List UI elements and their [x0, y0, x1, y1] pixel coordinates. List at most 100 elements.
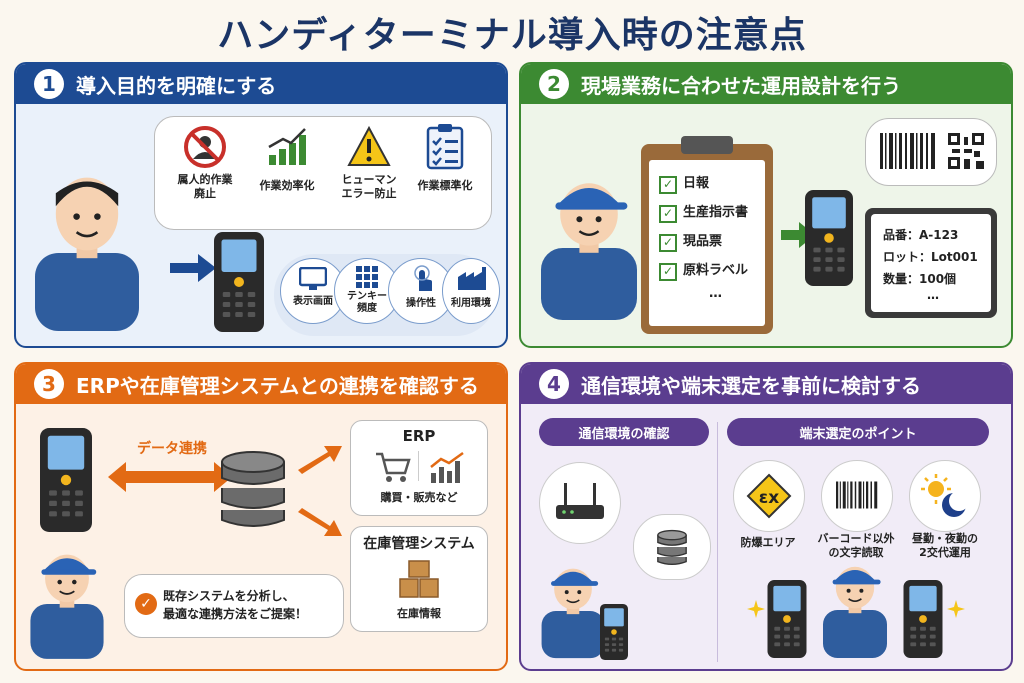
ex-icon: εx [746, 473, 792, 519]
database-icon [221, 451, 285, 527]
clipboard-ellipsis: … [709, 286, 722, 301]
chart-icon [430, 451, 464, 483]
erp-sub: 購買・販売など [380, 491, 458, 504]
goal-label: 作業標準化 [417, 179, 473, 192]
clipboard-item: ✓現品票 [659, 228, 765, 257]
no-person-icon [184, 126, 226, 168]
explosion-proof-point: εx [733, 460, 805, 532]
inventory-title: 在庫管理システム [363, 536, 475, 552]
screen-line: 数量：100個 [883, 272, 957, 286]
panel-purpose-header: 1 導入目的を明確にする [16, 64, 506, 104]
sparkle-icon [947, 600, 965, 618]
point-label: 昼勤・夜勤の 2交代運用 [912, 532, 978, 560]
router-bubble [539, 462, 621, 544]
double-arrow-icon [108, 462, 232, 492]
selection-points-label: 端末選定のポイント [727, 418, 989, 446]
ocr-point [821, 460, 893, 532]
factor-label: テンキー 頻度 [347, 291, 387, 314]
point-label: バーコード以外 の文字読取 [817, 532, 895, 560]
proposal-text: 既存システムを分析し、 最適な連携方法をご提案！ [163, 589, 308, 621]
growth-chart-icon [268, 128, 306, 165]
worker-illustration [822, 565, 888, 659]
panel-communication-header: 4 通信環境や端末選定を事前に検討する [521, 364, 1011, 404]
goal-label: 作業効率化 [259, 179, 315, 192]
panel-number: 2 [539, 69, 569, 99]
worker-illustration [33, 176, 141, 333]
screen-line: … [927, 288, 939, 302]
goal-label: 属人的作業 廃止 [177, 173, 233, 201]
monitor-icon [299, 267, 327, 290]
panel-integration-header: 3 ERPや在庫管理システムとの連携を確認する [16, 364, 506, 404]
touch-icon [414, 265, 432, 291]
barcode-icon [880, 133, 935, 169]
panel-operation-header: 2 現場業務に合わせた運用設計を行う [521, 64, 1011, 104]
warning-icon [347, 125, 391, 166]
page-title: ハンディターミナル導入時の注意点 [217, 15, 807, 56]
checklist-icon [426, 124, 464, 170]
panel-operation-design: 2 現場業務に合わせた運用設計を行う ✓日報 ✓生産指示書 ✓現品票 ✓原料ラベ… [519, 62, 1013, 348]
panel-heading: ERPや在庫管理システムとの連携を確認する [76, 373, 479, 398]
handheld-terminal [600, 604, 628, 660]
keypad-icon [356, 266, 378, 288]
clipboard-item: ✓日報 [659, 170, 765, 199]
arrow-icon [298, 508, 342, 536]
terminal-screen: 品番：A-123 ロット：Lot001 数量：100個 … [865, 208, 997, 318]
code-bubble [865, 118, 997, 186]
check-icon: ✓ [659, 204, 677, 223]
panel-number: 4 [539, 369, 569, 399]
clipboard-item: ✓原料ラベル [659, 257, 765, 286]
erp-title: ERP [402, 427, 436, 445]
panel-communication-terminal: 4 通信環境や端末選定を事前に検討する 通信環境の確認 端末選定のポイント εx… [519, 362, 1013, 671]
panel-purpose: 1 導入目的を明確にする 属人的作業 廃止 作業効率化 ヒューマン エラー防止 [14, 62, 508, 348]
qr-icon [948, 133, 984, 169]
arrow-icon [298, 446, 342, 474]
goal-label: ヒューマン エラー防止 [341, 173, 397, 201]
database-icon [657, 529, 687, 566]
factor-item: 利用環境 [442, 258, 500, 324]
factor-label: 操作性 [406, 298, 436, 309]
erp-card: ERP 購買・販売など [350, 420, 488, 516]
comm-check-label: 通信環境の確認 [539, 418, 709, 446]
panel-heading: 現場業務に合わせた運用設計を行う [581, 73, 901, 98]
check-icon: ✓ [135, 593, 157, 615]
shift-point [909, 460, 981, 532]
check-icon: ✓ [659, 262, 677, 281]
panel-heading: 導入目的を明確にする [76, 73, 277, 98]
factor-label: 表示画面 [293, 296, 333, 307]
handheld-terminal [767, 580, 807, 658]
screen-line: ロット：Lot001 [883, 250, 978, 264]
panel-heading: 通信環境や端末選定を事前に検討する [581, 373, 921, 398]
point-label: 防爆エリア [740, 536, 796, 549]
goals-bubble: 属人的作業 廃止 作業効率化 ヒューマン エラー防止 作業標準化 [154, 116, 492, 230]
handheld-terminal [903, 580, 943, 658]
clipboard-item: ✓生産指示書 [659, 199, 765, 228]
worker-illustration [29, 553, 105, 660]
factor-label: 利用環境 [451, 298, 491, 309]
svg-text:εx: εx [759, 488, 779, 508]
cart-icon [376, 452, 411, 482]
handheld-terminal [40, 428, 92, 532]
sun-moon-icon [921, 474, 969, 517]
factor-item: 表示画面 [280, 258, 346, 324]
arrow-icon [170, 254, 216, 282]
panel-number: 1 [34, 69, 64, 99]
handheld-terminal [805, 190, 853, 286]
check-icon: ✓ [659, 233, 677, 252]
data-link-label: データ連携 [137, 441, 207, 457]
boxes-icon [399, 560, 439, 598]
sparkle-icon [747, 600, 765, 618]
handheld-terminal [214, 232, 264, 332]
cloud-bubble [633, 514, 711, 580]
barcode-icon [836, 481, 878, 509]
screen-line: 品番：A-123 [883, 228, 959, 242]
check-icon: ✓ [659, 175, 677, 194]
factory-icon [458, 267, 486, 290]
proposal-bubble: ✓ 既存システムを分析し、 最適な連携方法をご提案！ [124, 574, 344, 638]
clipboard: ✓日報 ✓生産指示書 ✓現品票 ✓原料ラベル … [641, 136, 773, 334]
inventory-card: 在庫管理システム 在庫情報 [350, 526, 488, 632]
router-icon [556, 483, 604, 519]
panel-number: 3 [34, 369, 64, 399]
worker-illustration [539, 181, 639, 322]
inventory-sub: 在庫情報 [397, 607, 441, 620]
panel-system-integration: 3 ERPや在庫管理システムとの連携を確認する データ連携 ERP 購買・販売な… [14, 362, 508, 671]
